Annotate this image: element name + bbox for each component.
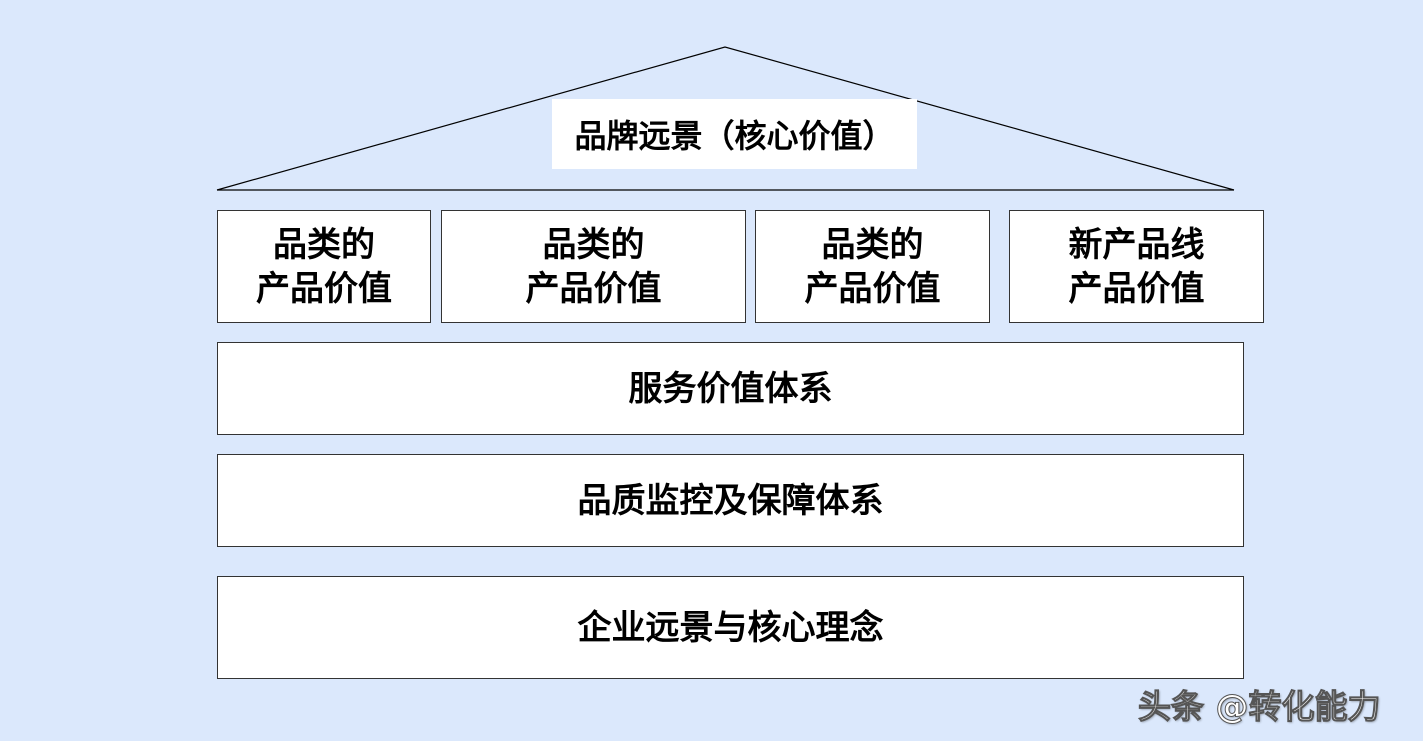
pillar-line-2: 产品价值 bbox=[1068, 268, 1205, 309]
service-value-system-layer: 服务价值体系 bbox=[217, 342, 1244, 435]
pillar-category-value-1: 品类的 产品价值 bbox=[217, 210, 431, 323]
pillar-line-2: 产品价值 bbox=[525, 268, 662, 309]
pillar-category-value-3: 品类的 产品价值 bbox=[755, 210, 990, 323]
pillar-line-1: 品类的 bbox=[542, 224, 645, 265]
layer-label: 品质监控及保障体系 bbox=[577, 480, 884, 521]
pillar-line-2: 产品价值 bbox=[256, 268, 392, 309]
pillar-line-1: 品类的 bbox=[273, 224, 375, 265]
layer-label: 服务价值体系 bbox=[628, 368, 833, 409]
layer-label: 企业远景与核心理念 bbox=[577, 607, 884, 648]
pillar-line-1: 新产品线 bbox=[1068, 224, 1205, 265]
pillar-line-2: 产品价值 bbox=[804, 268, 941, 309]
quality-assurance-system-layer: 品质监控及保障体系 bbox=[217, 454, 1244, 547]
pillar-new-product-line-value: 新产品线 产品价值 bbox=[1009, 210, 1264, 323]
brand-vision-title: 品牌远景（核心价值） bbox=[552, 99, 917, 169]
pillar-category-value-2: 品类的 产品价值 bbox=[441, 210, 746, 323]
corporate-vision-foundation-layer: 企业远景与核心理念 bbox=[217, 576, 1244, 679]
pillar-line-1: 品类的 bbox=[821, 224, 924, 265]
watermark-text: 头条 @转化能力 bbox=[1138, 687, 1381, 727]
